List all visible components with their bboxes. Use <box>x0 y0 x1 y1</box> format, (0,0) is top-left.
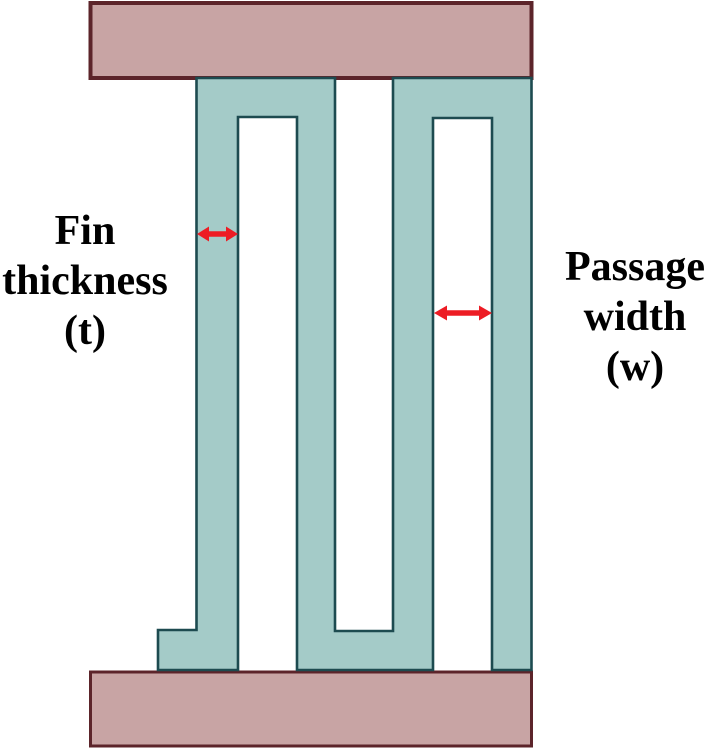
fin-thickness-label: Fin thickness (t) <box>0 206 170 356</box>
passage-width-label-line3: (w) <box>605 344 665 390</box>
passage-width-arrow-head-right <box>479 305 492 321</box>
passage-width-label-line2: width <box>583 294 687 340</box>
bottom-plate <box>89 670 533 748</box>
fin-thickness-arrow-icon <box>197 226 238 242</box>
fin-thickness-label-line3: (t) <box>64 308 106 354</box>
fin-thickness-arrow-head-right <box>226 226 238 242</box>
serpentine-fin <box>156 76 533 672</box>
passage-width-label: Passage width (w) <box>560 242 709 392</box>
passage-width-arrow-head-left <box>434 305 447 321</box>
passage-width-arrow-icon <box>434 305 492 321</box>
top-plate <box>88 1 534 80</box>
fin-thickness-label-line1: Fin <box>54 208 116 254</box>
passage-width-label-line1: Passage <box>565 244 705 290</box>
fin-thickness-label-line2: thickness <box>2 258 168 304</box>
fin-thickness-arrow-head-left <box>197 226 209 242</box>
